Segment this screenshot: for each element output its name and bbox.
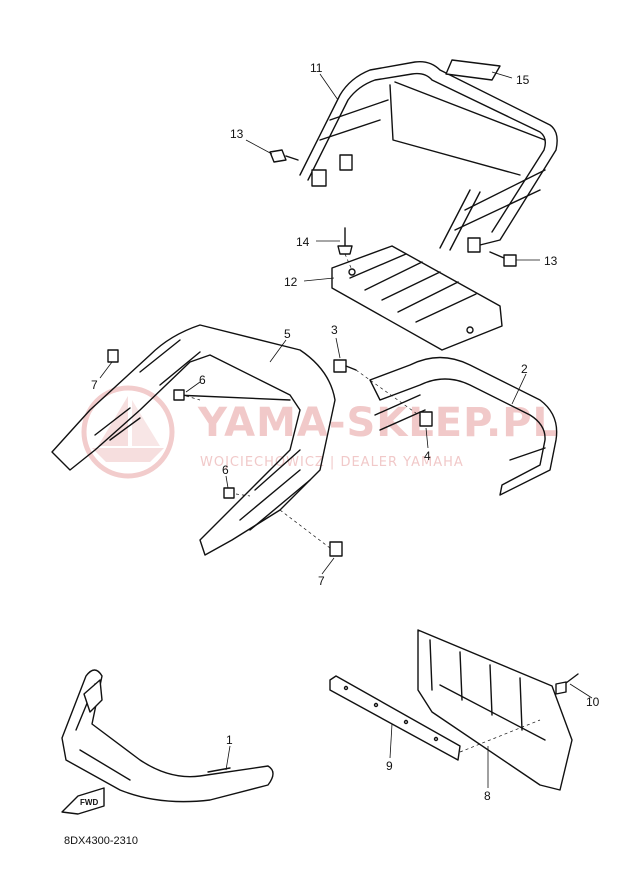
fwd-label: FWD [80,798,98,807]
callout-3: 3 [331,323,338,337]
callout-13-left: 13 [230,127,244,141]
part-6-bolt-bottom [223,487,235,499]
part-7-clip-top [107,349,119,363]
watermark-brand: YAMA-SKLEP.PL [197,400,559,446]
callout-4: 4 [424,449,431,463]
watermark-subtitle: WOJCIECHOWICZ | DEALER YAMAHA [200,455,464,470]
part-11-rear-rack [299,60,558,253]
part-13-bolt-left [269,149,299,163]
callout-5: 5 [284,327,291,341]
part-1-front-bumper [61,669,274,803]
assembly-lines [185,253,541,753]
callout-11: 11 [310,61,323,75]
callout-7-top: 7 [91,378,98,392]
part-9-strip [329,675,461,761]
part-15-label [445,59,501,81]
part-13-bolt-right [489,251,517,267]
callout-8: 8 [484,789,491,803]
callout-14: 14 [296,235,310,249]
callouts: 11 15 13 13 14 12 3 5 7 6 2 4 6 7 1 10 9… [91,61,600,803]
callout-6-bottom: 6 [222,463,229,477]
fwd-arrow-icon: FWD [61,787,105,815]
part-3-bolt [333,359,357,373]
callout-6-top: 6 [199,373,206,387]
callout-13-right: 13 [544,254,558,268]
part-7-clip-bottom [329,541,343,557]
callout-2: 2 [521,362,528,376]
callout-7-bottom: 7 [318,574,325,588]
part-6-bolt-top [173,389,185,401]
part-2-bracket [369,356,558,496]
callout-12: 12 [284,275,298,289]
callout-10: 10 [586,695,600,709]
part-8-mudflap [417,629,573,791]
diagram-part-code: 8DX4300-2310 [64,835,138,847]
callout-15: 15 [516,73,530,87]
leader-lines [99,71,593,788]
part-5-rear-frame [51,324,336,556]
callout-9: 9 [386,759,393,773]
part-4-nut [419,411,433,427]
watermark-logo [81,385,175,479]
callout-1: 1 [226,733,233,747]
watermark: YAMA-SKLEP.PL WOJCIECHOWICZ | DEALER YAM… [81,385,559,479]
part-10-rivet [555,673,579,695]
part-12-plate [331,245,503,351]
part-14-rivet [337,227,353,255]
